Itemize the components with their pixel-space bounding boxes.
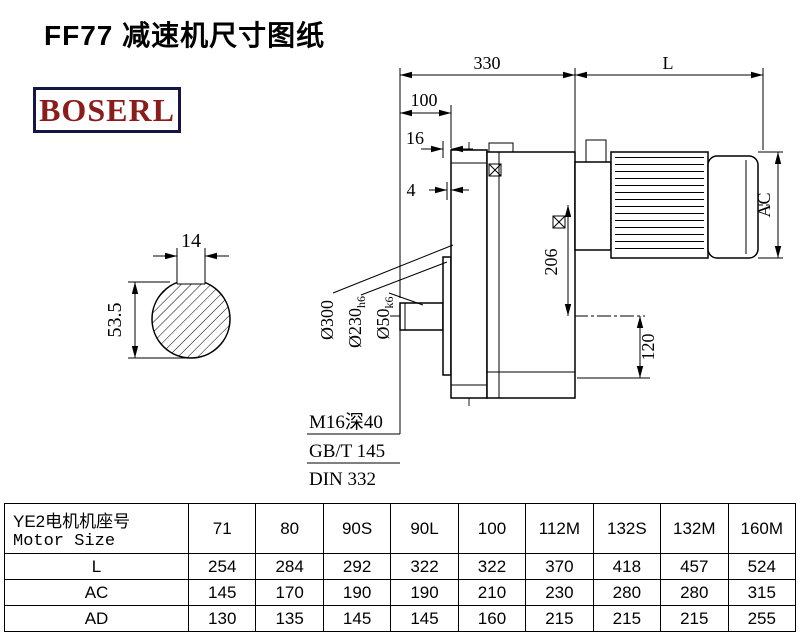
page-title: FF77 减速机尺寸图纸 bbox=[44, 20, 326, 51]
note-tap: M16深40 bbox=[309, 411, 383, 433]
motor-size-cell: 100 bbox=[457, 503, 527, 554]
dim-value-cell: 190 bbox=[322, 579, 392, 606]
output-shaft bbox=[399, 302, 444, 331]
dim-value-cell: 190 bbox=[390, 579, 459, 606]
motor-size-cell: 90S bbox=[322, 503, 392, 554]
motor-size-cell: 132M bbox=[660, 503, 729, 554]
dim-value-cell: 170 bbox=[255, 579, 324, 606]
dim-value-cell: 210 bbox=[457, 579, 527, 606]
dim-phi300: Ø300 bbox=[317, 300, 337, 340]
dim-120: 120 bbox=[638, 334, 658, 361]
dim-100: 100 bbox=[411, 90, 438, 110]
dim-value-cell: 370 bbox=[525, 553, 594, 580]
dim-value-cell: 254 bbox=[187, 553, 257, 580]
header-label-en: Motor Size bbox=[13, 531, 116, 551]
dim-206: 206 bbox=[541, 249, 561, 276]
dim-value-cell: 255 bbox=[727, 605, 796, 632]
dim-value-cell: 322 bbox=[390, 553, 459, 580]
mounting-flange bbox=[450, 149, 488, 399]
technical-drawing: 14 53.5 bbox=[104, 53, 783, 490]
note-gb: GB/T 145 bbox=[309, 441, 385, 462]
dim-330: 330 bbox=[474, 53, 501, 73]
motor-size-cell: 132S bbox=[592, 503, 662, 554]
dim-4: 4 bbox=[407, 180, 416, 200]
dim-value-cell: 322 bbox=[457, 553, 527, 580]
shaft-section-view: 14 53.5 bbox=[104, 230, 231, 359]
dim-shaft-height: 53.5 bbox=[104, 303, 126, 338]
dim-phi230: Ø230h6 bbox=[345, 296, 368, 348]
dim-value-cell: 145 bbox=[322, 605, 392, 632]
keyway-slot bbox=[177, 270, 205, 284]
dim-value-cell: 284 bbox=[255, 553, 324, 580]
motor-size-cell: 80 bbox=[255, 503, 324, 554]
dim-row-label: AC bbox=[4, 579, 189, 606]
dim-phi50: Ø50k6 bbox=[373, 297, 396, 340]
motor-adapter bbox=[574, 161, 612, 251]
dim-L: L bbox=[663, 53, 674, 73]
dim-value-cell: 292 bbox=[322, 553, 392, 580]
dim-value-cell: 280 bbox=[660, 579, 729, 606]
dim-value-cell: 215 bbox=[592, 605, 662, 632]
dim-value-cell: 215 bbox=[525, 605, 594, 632]
header-label-cn: YE2电机机座号 bbox=[13, 511, 131, 531]
housing-lug bbox=[488, 142, 514, 153]
dim-value-cell: 145 bbox=[390, 605, 459, 632]
fan-cowl bbox=[707, 155, 759, 259]
dim-row-label: AD bbox=[4, 605, 189, 632]
dim-value-cell: 457 bbox=[660, 553, 729, 580]
dim-value-cell: 145 bbox=[187, 579, 257, 606]
dim-key-width: 14 bbox=[181, 230, 201, 252]
motor-size-cell: 90L bbox=[390, 503, 459, 554]
main-view bbox=[390, 139, 772, 406]
motor-size-cell: 112M bbox=[525, 503, 594, 554]
dim-value-cell: 130 bbox=[187, 605, 257, 632]
dim-value-cell: 524 bbox=[727, 553, 796, 580]
motor-size-cell: 160M bbox=[727, 503, 796, 554]
motor-fins bbox=[615, 156, 704, 254]
shaft-section-circle bbox=[151, 279, 231, 359]
dim-value-cell: 315 bbox=[727, 579, 796, 606]
motor-size-cell: 71 bbox=[187, 503, 257, 554]
dim-AC: AC bbox=[754, 192, 774, 217]
adapter-top-box bbox=[585, 139, 607, 163]
dim-value-cell: 280 bbox=[592, 579, 662, 606]
flange-spigot bbox=[442, 256, 452, 376]
dim-row-label: L bbox=[4, 553, 189, 580]
boserl-logo: BOSERL bbox=[33, 87, 181, 133]
dimensions: 330 L 100 16 4 AC 206 bbox=[317, 53, 783, 379]
note-din: DIN 332 bbox=[309, 469, 376, 490]
dim-value-cell: 230 bbox=[525, 579, 594, 606]
dim-value-cell: 418 bbox=[592, 553, 662, 580]
dim-value-cell: 135 bbox=[255, 605, 324, 632]
dim-value-cell: 215 bbox=[660, 605, 729, 632]
bolt-marker bbox=[488, 163, 502, 177]
dim-16: 16 bbox=[406, 128, 424, 148]
notes: M16深40 GB/T 145 DIN 332 bbox=[307, 330, 401, 490]
dim-value-cell: 160 bbox=[457, 605, 527, 632]
logo-text: BOSERL bbox=[39, 91, 175, 128]
